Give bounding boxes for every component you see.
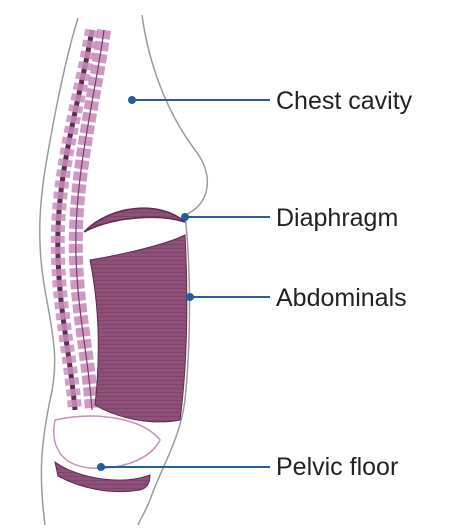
leader-dot-icon [97,463,105,471]
leader-dot-icon [181,213,189,221]
abdominal-muscle [90,235,187,422]
leader-diaphragm [181,213,270,221]
label-abdominals: Abdominals [276,286,407,311]
leader-dot-icon [186,293,194,301]
label-chest-cavity: Chest cavity [276,89,412,114]
leader-chest [128,96,270,104]
leader-dot-icon [128,96,136,104]
spine [58,30,104,410]
label-diaphragm: Diaphragm [276,206,398,231]
label-pelvic-floor: Pelvic floor [276,455,398,480]
leader-abdominals [186,293,270,301]
pelvis [54,416,160,468]
diaphragm-muscle [84,208,185,232]
